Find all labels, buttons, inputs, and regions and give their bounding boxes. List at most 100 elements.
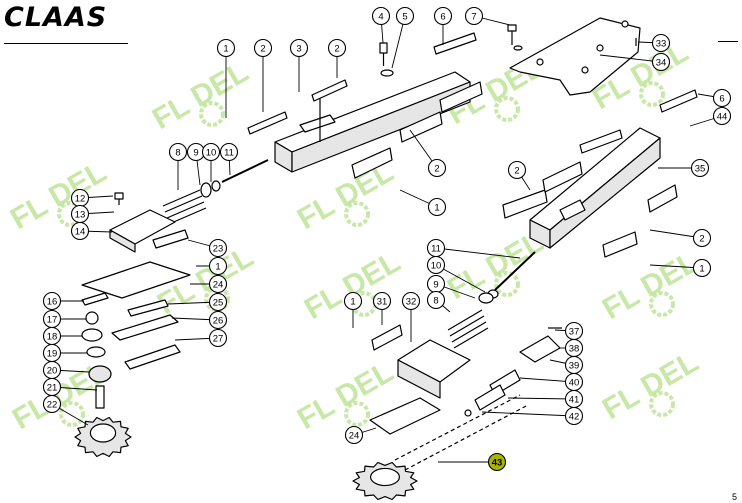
callout-9: 9 [186, 142, 206, 162]
watermark-text: FL DEL [597, 345, 704, 426]
beam-right [529, 127, 661, 249]
channel-parts-middle [351, 81, 483, 179]
callout-label: 10 [206, 147, 217, 158]
callout-circle [487, 452, 507, 472]
callout-circle [219, 142, 239, 162]
callout-2: 2 [253, 38, 273, 58]
watermark-gear-icon [494, 96, 520, 122]
callout-circle [426, 255, 446, 275]
callout-label: 4 [378, 11, 383, 22]
callout-label: 1 [699, 263, 704, 274]
callout-label: 2 [434, 163, 439, 174]
callout-circle [208, 256, 228, 276]
callout-circle [208, 238, 228, 258]
watermark-text: FL DEL [299, 245, 406, 326]
callout-circle [70, 221, 90, 241]
callout-circle [692, 258, 712, 278]
callout-circle [168, 142, 188, 162]
callout-label: 23 [213, 243, 224, 254]
callout-label: 1 [434, 202, 439, 213]
callout-38: 38 [564, 338, 584, 358]
callout-circle [343, 291, 363, 311]
callout-2: 2 [507, 160, 527, 180]
callout-10: 10 [201, 142, 221, 162]
bracket-part-24-lower [369, 397, 441, 435]
callout-leader [599, 54, 662, 63]
callout-2: 2 [427, 158, 447, 178]
page-number: 5 [732, 492, 738, 502]
callout-label: 16 [47, 296, 58, 307]
washer-part-5 [380, 69, 394, 77]
callout-11: 11 [426, 238, 446, 258]
callout-label: 37 [569, 326, 580, 337]
callout-42: 42 [564, 406, 584, 426]
bolt-part-12 [114, 192, 124, 205]
callout-16: 16 [42, 291, 62, 311]
callout-label: 1 [350, 296, 355, 307]
callout-1: 1 [692, 258, 712, 278]
watermark-text: FL DEL [147, 55, 254, 136]
callout-14: 14 [70, 221, 90, 241]
callout-41: 41 [564, 389, 584, 409]
callout-2: 2 [327, 38, 347, 58]
callout-1: 1 [427, 197, 447, 217]
chain-links-assembly [464, 327, 562, 417]
callout-label: 14 [75, 226, 86, 237]
callout-label: 24 [213, 279, 224, 290]
bracket-part-14 [109, 209, 176, 253]
channel-parts-right [502, 161, 678, 258]
callout-circle [42, 394, 62, 414]
callout-circle [327, 38, 347, 58]
callout-label: 21 [47, 382, 58, 393]
callout-label: 1 [215, 261, 220, 272]
callout-label: 42 [569, 411, 580, 422]
callout-label: 11 [224, 147, 234, 158]
callout-circle [208, 310, 228, 330]
callout-label: 32 [406, 296, 417, 307]
wheel-assembly-left [81, 292, 112, 409]
sprocket-hub [89, 423, 117, 443]
sprocket-hub [370, 467, 401, 487]
callout-8: 8 [168, 142, 188, 162]
spring-assembly-upper [162, 159, 269, 225]
callout-32: 32 [401, 291, 421, 311]
callout-label: 19 [47, 348, 58, 359]
callout-label: 12 [75, 193, 86, 204]
callout-label: 41 [569, 394, 580, 405]
bolt-part-7 [507, 24, 523, 51]
callout-circle [564, 406, 584, 426]
brand-underline [4, 43, 128, 44]
callout-circle [426, 290, 446, 310]
callout-circle [692, 228, 712, 248]
callout-19: 19 [42, 343, 62, 363]
callout-circle [507, 160, 527, 180]
callout-24: 24 [208, 274, 228, 294]
callout-label: 2 [514, 165, 519, 176]
callout-circle [433, 6, 453, 26]
callout-label: 6 [440, 11, 445, 22]
sprocket-part-22 [74, 416, 132, 458]
callout-circle [401, 291, 421, 311]
spring-assembly-lower [447, 251, 536, 349]
callout-label: 43 [492, 457, 503, 468]
callout-23: 23 [208, 238, 228, 258]
corner-rule [718, 41, 738, 42]
watermark-gear-icon [639, 81, 665, 107]
callout-17: 17 [42, 309, 62, 329]
callout-35: 35 [690, 158, 710, 178]
callout-1: 1 [208, 256, 228, 276]
callout-12: 12 [70, 188, 90, 208]
plate-assembly-lower-left [81, 261, 191, 370]
callout-21: 21 [42, 377, 62, 397]
callout-label: 7 [471, 11, 476, 22]
callout-leader [435, 247, 521, 259]
brand-logo: CLAAS [4, 2, 108, 33]
watermark-text: FL DEL [5, 155, 112, 236]
callout-11: 11 [219, 142, 239, 162]
callout-43: 43 [487, 452, 507, 472]
callout-circle [690, 158, 710, 178]
callout-26: 26 [208, 310, 228, 330]
callout-circle [344, 425, 364, 445]
callout-20: 20 [42, 360, 62, 380]
